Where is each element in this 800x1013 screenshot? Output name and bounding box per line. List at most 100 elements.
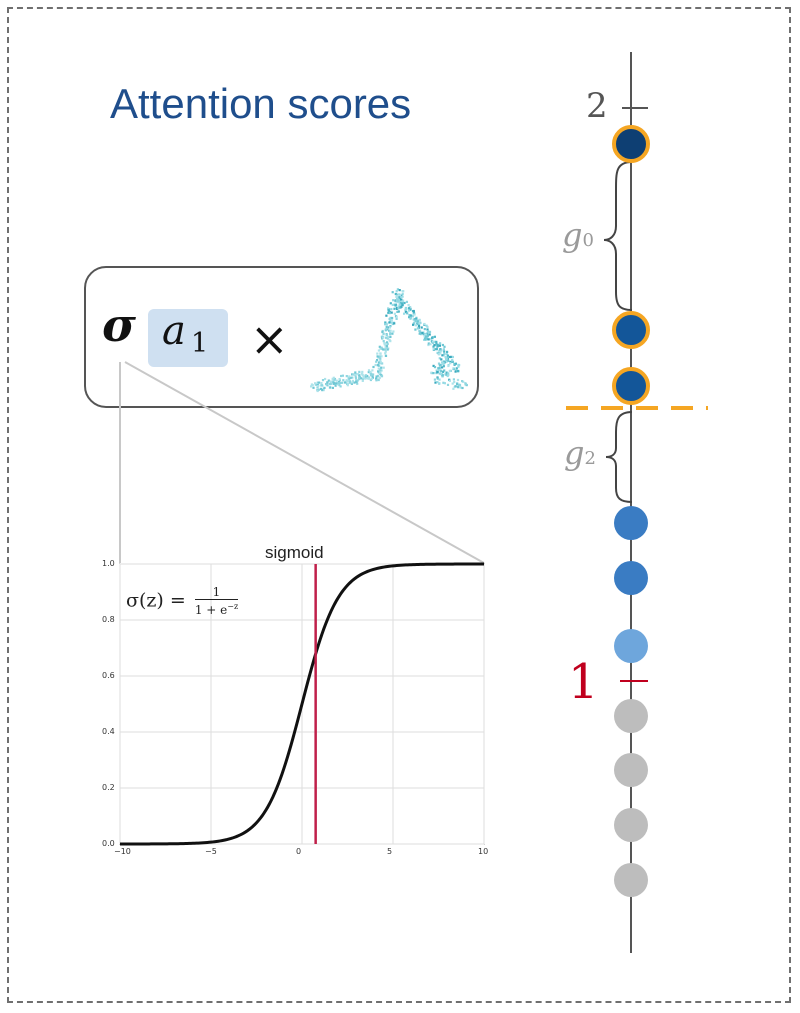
scatter-dot [423,328,426,331]
scatter-dot [432,364,435,367]
scatter-dot [332,380,335,383]
scatter-dot [323,386,326,389]
scatter-dot [389,333,392,336]
scatter-dot [442,365,445,368]
scatter-dot [448,379,451,382]
scatter-dot [379,357,382,360]
scatter-dot [449,360,452,364]
scatter-dot [436,377,439,380]
scatter-dot [357,373,360,376]
scatter-dot [356,379,359,382]
scatter-dot [332,382,336,385]
score-axis [566,52,708,953]
scatter-dot [459,386,462,389]
scatter-dot [395,315,398,318]
scatter-dot [375,379,378,382]
scatter-dot [320,382,323,385]
gap-label-0: g0 [562,216,594,254]
scatter-dot [385,334,388,337]
scatter-dot [376,359,379,362]
scatter-dot [449,355,452,359]
scatter-dot [316,381,319,384]
scatter-dot [396,310,399,313]
scatter-dot [424,337,427,340]
attention-variable-subscript: 1 [191,328,209,359]
scatter-dot [404,310,407,313]
scatter-dot [457,365,460,368]
scatter-dot [424,338,427,341]
sigmoid-formula: σ(z) = 1 1 + e−z [126,586,239,617]
scatter-dot [452,387,455,390]
scatter-dot [451,382,454,385]
scatter-dot [326,382,329,385]
scatter-dot [339,381,342,384]
scatter-dot [387,336,390,339]
scatter-dot [358,376,361,379]
scatter-dot [382,366,385,369]
scatter-dot [376,355,379,358]
scatter-dot [387,311,390,314]
scatter-dot [349,376,352,379]
scatter-dot [384,348,387,351]
scatter-dot [452,378,455,381]
scatter-dot [428,333,431,336]
scatter-dot [324,377,327,381]
scatter-dot [420,333,423,336]
scatter-dot [456,378,460,382]
scatter-dot [326,381,329,384]
scatter-dot [348,380,351,383]
sigmoid-plot-title: sigmoid [265,543,324,562]
gap-label-0-var: g [562,216,583,254]
scatter-dot [361,379,364,382]
scatter-dot [351,376,354,379]
scatter-dot [414,328,417,331]
scatter-dot [414,324,417,327]
scatter-dot [429,343,432,346]
score-points [612,125,650,897]
scatter-dot [425,335,428,338]
sigmoid-formula-exponent: −z [227,602,239,611]
scatter-dot [346,384,349,387]
scatter-dot [393,312,396,315]
scatter-dot [429,337,432,341]
scatter-dot [456,385,459,388]
scatter-dot [415,317,418,320]
scatter-dot [461,380,464,383]
scatter-dot [382,336,385,339]
scatter-dot [329,386,332,389]
scatter-dot [361,378,364,381]
scatter-dot [364,377,367,380]
scatter-dot [365,377,369,380]
scatter-dot [452,367,455,370]
scatter-dot [440,349,443,352]
scatter-dot [439,363,442,366]
scatter-dot [351,381,354,384]
gap-label-0-sub: 0 [582,230,594,251]
scatter-dot [450,355,453,358]
scatter-dot [337,381,340,385]
scatter-dot [353,373,356,376]
scatter-dot [441,354,444,357]
scatter-dot [335,379,338,382]
scatter-dot [408,314,411,317]
scatter-dot [320,384,323,387]
scatter-dot [386,348,389,351]
scatter-dot [386,341,389,344]
scatter-dot [413,321,416,325]
scatter-dot [391,303,394,306]
sigmoid-formula-denominator: 1 + e−z [195,600,238,617]
scatter-dot [390,311,393,314]
scatter-dot [384,354,388,357]
scatter-dot [390,319,393,322]
scatter-dot [397,307,400,310]
scatter-dot [441,343,444,347]
scatter-dot [416,322,419,326]
scatter-dot [412,309,415,313]
scatter-dot [382,332,385,335]
scatter-dot [393,307,396,310]
scatter-dot [380,355,383,358]
scatter-dot [427,343,430,347]
scatter-dot [311,384,314,387]
scatter-dot [335,382,338,385]
scatter-dot [389,325,392,328]
